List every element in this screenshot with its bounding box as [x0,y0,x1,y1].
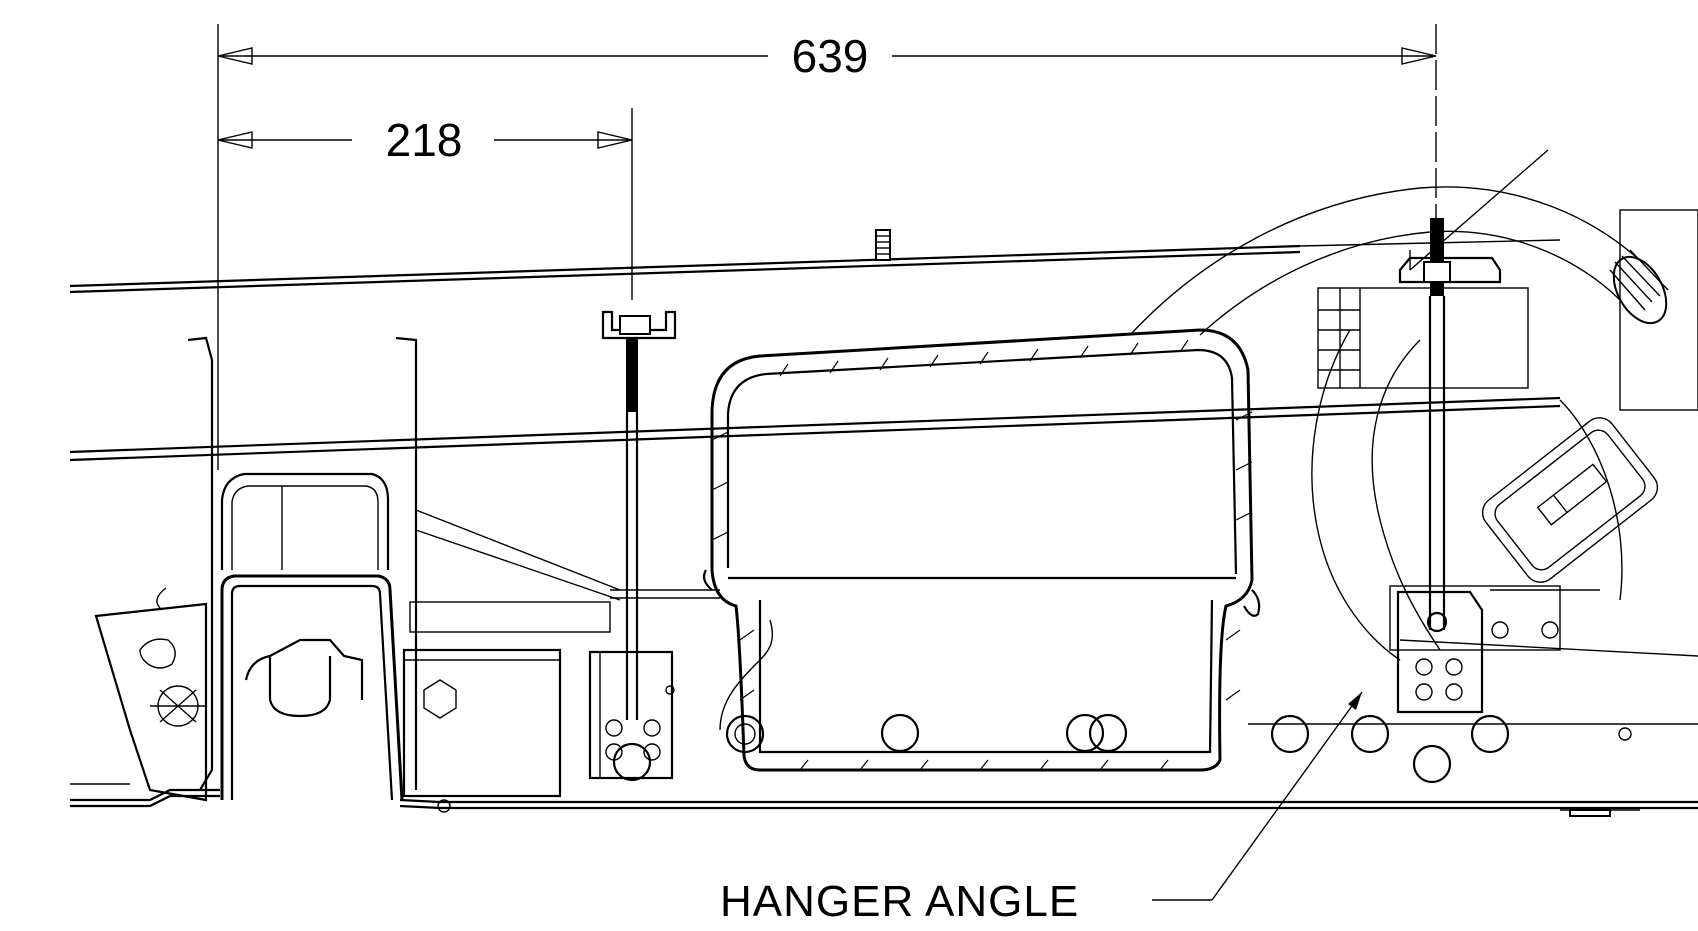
duct-box [702,328,1261,772]
bottom-plate [70,714,1698,817]
right-hanger [1389,149,1561,714]
upper-rail [69,229,1561,294]
right-equipment [1317,209,1698,657]
dimension-218: 218 [217,108,633,300]
left-hanger [588,310,677,782]
hanger-angle-callout: HANGER ANGLE [720,691,1363,926]
dimension-218-label: 218 [386,114,463,166]
dimension-639-label: 639 [792,30,869,82]
dimension-639: 639 [217,24,1437,470]
left-channel [94,336,418,802]
lower-rail [69,396,1561,462]
curved-hose [1129,186,1651,661]
duct-hatching [711,339,1253,771]
hanger-angle-label: HANGER ANGLE [720,877,1079,926]
middle-frame [402,509,720,798]
